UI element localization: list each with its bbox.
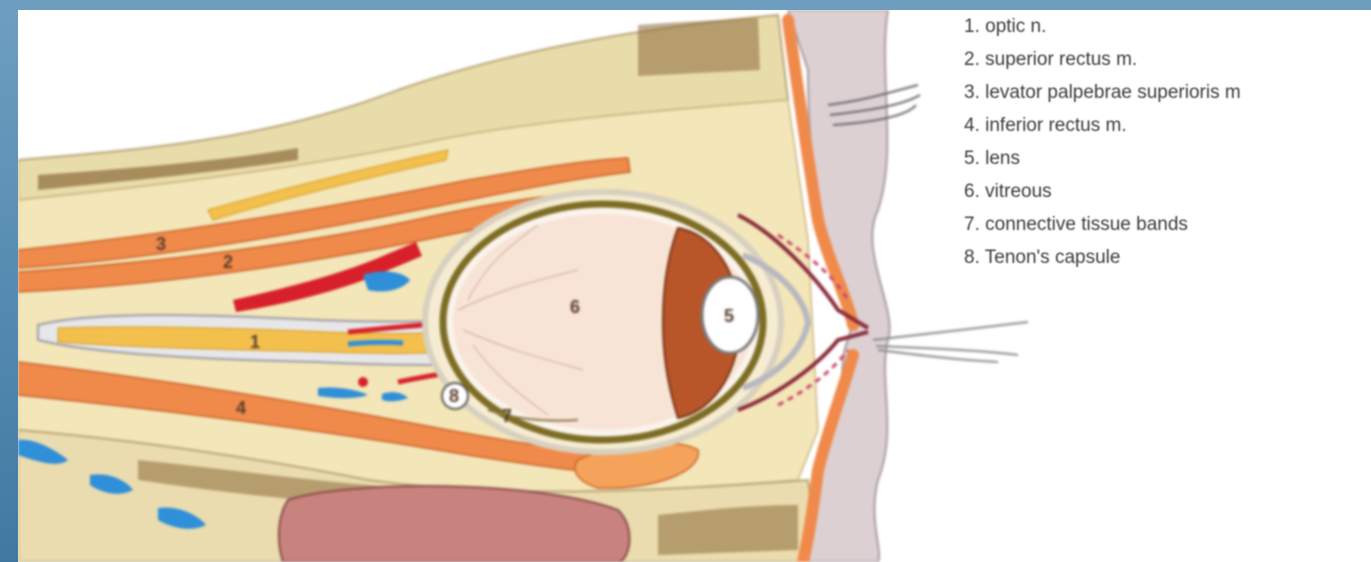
label-5: 5	[724, 306, 734, 326]
legend-item: 2. superior rectus m.	[964, 43, 1241, 76]
legend-list: 1. optic n. 2. superior rectus m. 3. lev…	[964, 10, 1241, 274]
legend-item: 7. connective tissue bands	[964, 208, 1241, 241]
legend-item: 1. optic n.	[964, 10, 1241, 43]
artery-dot	[358, 377, 368, 387]
lower-eyelashes	[873, 322, 1028, 362]
label-6: 6	[570, 297, 580, 317]
label-2: 2	[223, 252, 233, 272]
diagram-canvas: 1 2 3 4 5 6 7 8 1. optic n. 2. superior …	[18, 10, 1371, 562]
label-3: 3	[156, 234, 166, 254]
label-7: 7	[502, 406, 512, 426]
label-8: 8	[449, 386, 459, 406]
roof-marrow-2	[638, 18, 760, 76]
legend-item: 6. vitreous	[964, 175, 1241, 208]
legend-item: 4. inferior rectus m.	[964, 109, 1241, 142]
label-4: 4	[236, 398, 246, 418]
legend-item: 5. lens	[964, 142, 1241, 175]
legend-item: 8. Tenon's capsule	[964, 241, 1241, 274]
vein-mid	[348, 342, 403, 344]
legend-item: 3. levator palpebrae superioris m	[964, 76, 1241, 109]
label-1: 1	[250, 332, 260, 352]
